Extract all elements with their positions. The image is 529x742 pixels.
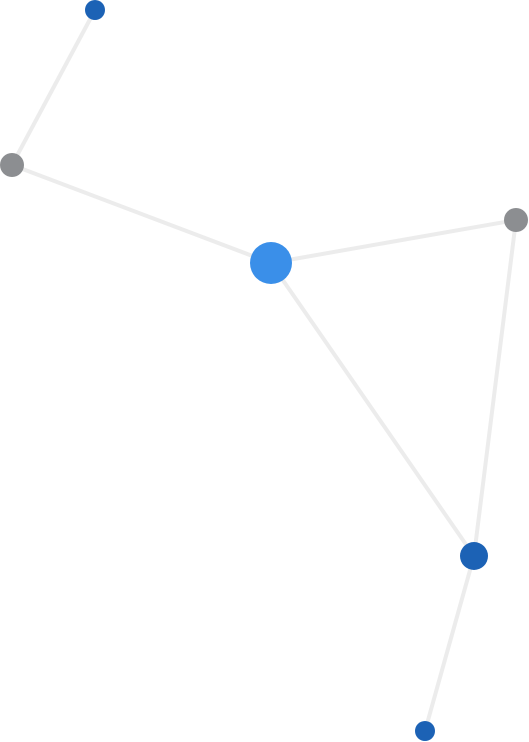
edge-left-hub bbox=[10, 163, 273, 265]
edge-right-lower-right bbox=[472, 218, 518, 558]
node-bottom[interactable] bbox=[415, 721, 435, 741]
node-top[interactable] bbox=[85, 0, 105, 20]
edge-layer bbox=[10, 8, 518, 733]
node-right[interactable] bbox=[504, 208, 528, 232]
edge-top-left bbox=[10, 8, 97, 167]
edge-hub-right bbox=[269, 218, 518, 265]
edge-lower-right-bottom bbox=[423, 554, 476, 733]
node-left[interactable] bbox=[0, 153, 24, 177]
edge-hub-lower-right bbox=[269, 261, 476, 558]
node-lower-right[interactable] bbox=[460, 542, 488, 570]
node-hub[interactable] bbox=[250, 242, 292, 284]
